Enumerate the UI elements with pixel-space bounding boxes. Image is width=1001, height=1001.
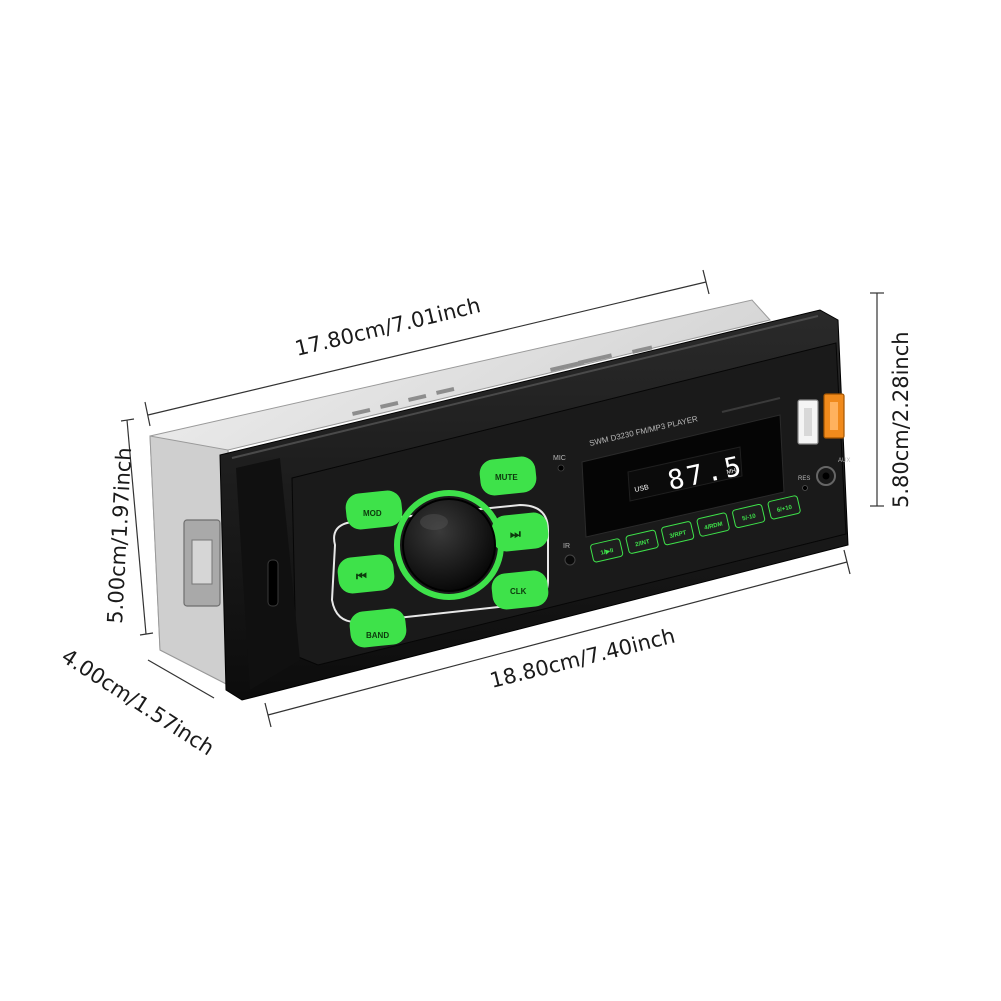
band-button[interactable]: BAND — [348, 607, 407, 649]
prev-icon: ⏮ — [356, 569, 367, 583]
usb-port-orange[interactable] — [823, 393, 845, 439]
dimension-right: 5.80cm/2.28inch — [870, 292, 913, 508]
ir-label: IR — [563, 543, 570, 550]
next-button[interactable]: ⏭ — [490, 511, 549, 553]
source-indicator: USB — [634, 484, 650, 494]
button-cluster-ring — [330, 503, 549, 624]
mic-hole — [557, 464, 565, 472]
mic-label: MIC — [553, 455, 566, 462]
mute-label: MUTE — [495, 473, 518, 482]
usb-port-white[interactable] — [797, 399, 819, 445]
reset-hole[interactable] — [802, 485, 808, 491]
volume-knob[interactable] — [394, 490, 504, 600]
preset-label-6: 6/+10 — [777, 505, 794, 514]
right-height-label: 5.80cm/2.28inch — [889, 331, 913, 508]
frequency-unit: MHz — [726, 468, 739, 476]
prev-button[interactable]: ⏮ — [336, 553, 395, 595]
preset-label-1: 1/▶II — [600, 547, 615, 557]
preset-button-5[interactable]: 5/-10 — [732, 503, 766, 529]
top-length-label: 17.80cm/7.01inch — [293, 293, 483, 361]
preset-button-1[interactable]: 1/▶II — [590, 538, 624, 563]
ir-sensor — [564, 554, 576, 566]
disc-slot — [721, 397, 781, 413]
mute-button[interactable]: MUTE — [478, 455, 537, 497]
display: SWM D3230 FM/MP3 PLAYER 87.5 MHz USB — [581, 397, 785, 538]
clk-label: CLK — [510, 587, 527, 596]
chassis — [149, 299, 771, 691]
preset-label-5: 5/-10 — [742, 513, 757, 522]
mod-button[interactable]: MOD — [344, 489, 403, 531]
preset-buttons: 1/▶II 2/INT 3/RPT 4/RDM 5/-10 6/+10 — [590, 495, 801, 563]
band-label: BAND — [366, 631, 389, 640]
preset-button-4[interactable]: 4/RDM — [696, 512, 730, 537]
preset-label-4: 4/RDM — [704, 522, 724, 532]
preset-label-2: 2/INT — [635, 539, 651, 548]
mod-label: MOD — [363, 509, 382, 518]
bottom-length-label: 18.80cm/7.40inch — [487, 624, 677, 693]
preset-button-6[interactable]: 6/+10 — [767, 495, 801, 520]
preset-label-3: 3/RPT — [669, 530, 687, 540]
aux-label: AUX — [838, 458, 850, 464]
res-label: RES — [798, 476, 810, 482]
clk-button[interactable]: CLK — [490, 569, 549, 611]
left-height-label: 5.00cm/1.97inch — [103, 447, 136, 625]
aux-jack[interactable] — [816, 466, 836, 486]
preset-button-2[interactable]: 2/INT — [625, 529, 659, 554]
preset-button-3[interactable]: 3/RPT — [661, 521, 695, 546]
next-icon: ⏭ — [510, 527, 521, 541]
dimension-left: 5.00cm/1.97inch — [103, 418, 154, 636]
